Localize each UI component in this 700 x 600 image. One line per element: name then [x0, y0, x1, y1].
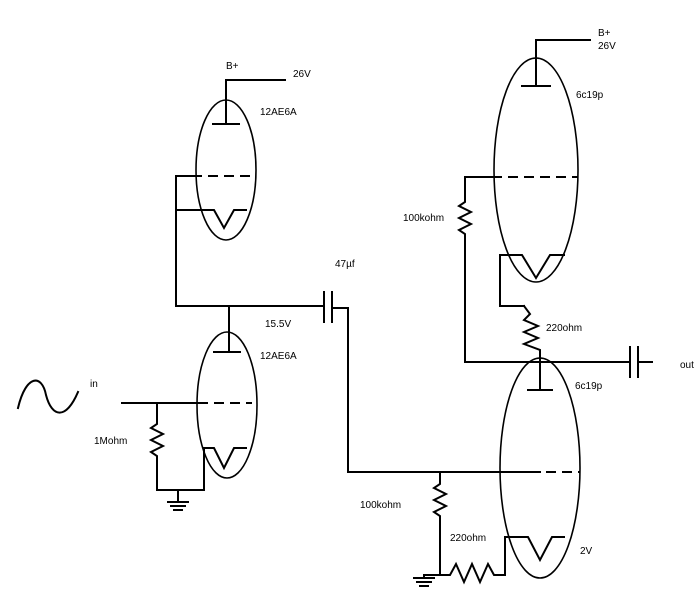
resistor-body [521, 304, 541, 363]
resistor-value-label: 100kohm [360, 500, 401, 511]
tube-type-label: 6c19p [576, 90, 604, 101]
resistor-body [431, 471, 449, 576]
voltage-label: 26V [598, 41, 616, 52]
bplus-label: B+ [226, 61, 239, 72]
resistor-body [148, 402, 166, 491]
ground-right [413, 574, 441, 587]
cathode-resistor-220ohm-upper: 220ohm [521, 304, 582, 363]
cathode [509, 254, 565, 280]
sine-wave-icon [16, 379, 80, 414]
node-voltage-label: 15.5V [265, 319, 291, 330]
resistor-value-label: 1Mohm [94, 436, 127, 447]
ground-left [167, 489, 189, 511]
resistor-value-label: 220ohm [450, 533, 486, 544]
tube-upper-right [492, 39, 579, 283]
coupling-wire [331, 307, 541, 473]
tube-type-label: 12AE6A [260, 107, 297, 118]
tube-type-label: 12AE6A [260, 351, 297, 362]
tube-type-label: 6c19p [575, 381, 603, 392]
tube-envelope [196, 331, 258, 479]
cathode-return [156, 447, 205, 491]
tube-upper-left [176, 79, 257, 241]
tube-envelope [499, 357, 581, 579]
cathode-lead [499, 254, 525, 307]
bplus-label: B+ [598, 28, 611, 39]
tube-lower-left [196, 331, 258, 479]
cathode-lead [504, 536, 517, 573]
grid-resistor-100kohm-upper: 100kohm [403, 176, 474, 363]
grid-resistor-100kohm-lower: 100kohm [360, 471, 449, 576]
cathode-voltage-label: 2V [580, 546, 593, 557]
tube-envelope [493, 57, 579, 283]
bplus-supply-upper-right: B+ 26V [535, 28, 616, 52]
resistor-value-label: 100kohm [403, 213, 444, 224]
cathode-resistor-220ohm-lower: 220ohm [439, 533, 506, 585]
input-label: in [90, 379, 98, 390]
resistor-body [456, 176, 474, 363]
resistor-value-label: 220ohm [546, 323, 582, 334]
grid-cathode-tie [175, 175, 193, 307]
output-label: out [680, 360, 694, 371]
cathode [515, 536, 565, 563]
resistor-body [439, 561, 506, 585]
cap-value-label: 47µf [335, 259, 355, 270]
cathode [203, 447, 247, 471]
coupling-capacitor-47uf: 47µf [323, 259, 355, 323]
output-capacitor [629, 346, 639, 378]
grid-resistor-1mohm: 1Mohm [94, 402, 166, 491]
bplus-supply-upper-left: B+ 26V [225, 61, 311, 81]
cathode [203, 209, 247, 231]
tube-lower-right [498, 357, 581, 579]
voltage-label: 26V [293, 69, 311, 80]
